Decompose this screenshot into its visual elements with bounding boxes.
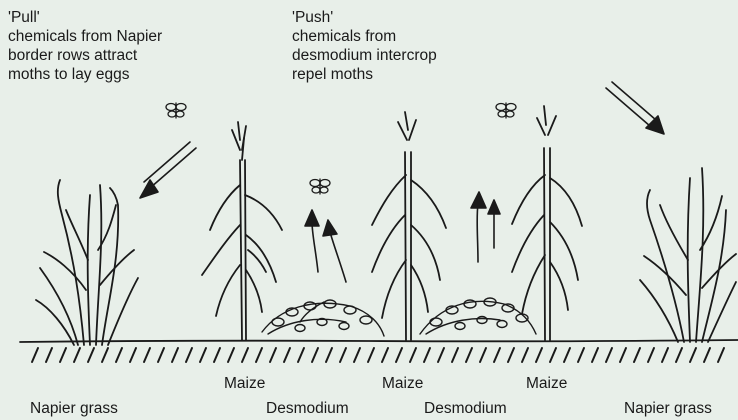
soil-hatch-mark: [690, 348, 696, 362]
soil-hatch-mark: [312, 348, 318, 362]
soil-hatch-mark: [466, 348, 472, 362]
pull-line: border rows attract: [8, 46, 162, 65]
push-line: chemicals from: [292, 27, 437, 46]
moth-icon: [310, 179, 330, 194]
push-line: repel moths: [292, 65, 437, 84]
soil-hatch-mark: [592, 348, 598, 362]
soil-hatch-mark: [102, 348, 108, 362]
label-desmodium: Desmodium: [424, 399, 507, 418]
soil-hatch-mark: [354, 348, 360, 362]
soil-hatch-mark: [508, 348, 514, 362]
soil-hatch-mark: [676, 348, 682, 362]
pull-annotation: 'Pull' chemicals from Napier border rows…: [8, 8, 162, 84]
soil-hatch-mark: [46, 348, 52, 362]
arrow-icon: [140, 142, 196, 198]
label-desmodium: Desmodium: [266, 399, 349, 418]
soil-hatch-mark: [74, 348, 80, 362]
soil-hatch-mark: [494, 348, 500, 362]
label-napier-grass: Napier grass: [30, 399, 118, 418]
arrow-icon: [323, 220, 346, 282]
push-line: desmodium intercrop: [292, 46, 437, 65]
soil-hatch-mark: [410, 348, 416, 362]
pull-heading: 'Pull': [8, 8, 162, 27]
moth-icon: [166, 103, 186, 118]
desmodium-plant-icon: [420, 298, 536, 334]
arrow-icon: [305, 210, 319, 272]
soil-hatch-mark: [228, 348, 234, 362]
label-maize: Maize: [224, 374, 265, 393]
soil-hatch-mark: [620, 348, 626, 362]
soil-hatch-mark: [662, 348, 668, 362]
soil-hatch-mark: [648, 348, 654, 362]
soil-hatch-mark: [704, 348, 710, 362]
soil-hatch-mark: [270, 348, 276, 362]
soil-hatch-mark: [186, 348, 192, 362]
soil-hatch-mark: [382, 348, 388, 362]
soil-hatching: [32, 348, 724, 362]
soil-hatch-mark: [242, 348, 248, 362]
soil-hatch-mark: [172, 348, 178, 362]
pull-line: moths to lay eggs: [8, 65, 162, 84]
soil-hatch-mark: [634, 348, 640, 362]
maize-plant-icon: [512, 106, 582, 340]
soil-hatch-mark: [116, 348, 122, 362]
soil-hatch-mark: [578, 348, 584, 362]
soil-hatch-mark: [60, 348, 66, 362]
push-annotation: 'Push' chemicals from desmodium intercro…: [292, 8, 437, 84]
soil-hatch-mark: [158, 348, 164, 362]
soil-hatch-mark: [536, 348, 542, 362]
soil-hatch-mark: [200, 348, 206, 362]
label-napier-grass: Napier grass: [624, 399, 712, 418]
soil-hatch-mark: [32, 348, 38, 362]
soil-hatch-mark: [284, 348, 290, 362]
soil-hatch-mark: [144, 348, 150, 362]
soil-hatch-mark: [88, 348, 94, 362]
push-heading: 'Push': [292, 8, 437, 27]
ground-line: [20, 340, 738, 342]
desmodium-plant-icon: [262, 300, 384, 336]
soil-hatch-mark: [550, 348, 556, 362]
soil-hatch-mark: [214, 348, 220, 362]
soil-hatch-mark: [326, 348, 332, 362]
soil-hatch-mark: [424, 348, 430, 362]
soil-hatch-mark: [368, 348, 374, 362]
pull-line: chemicals from Napier: [8, 27, 162, 46]
soil-hatch-mark: [438, 348, 444, 362]
soil-hatch-mark: [480, 348, 486, 362]
soil-hatch-mark: [522, 348, 528, 362]
soil-hatch-mark: [298, 348, 304, 362]
soil-hatch-mark: [256, 348, 262, 362]
napier-grass-icon: [640, 168, 736, 342]
maize-plant-icon: [372, 112, 446, 340]
label-maize: Maize: [382, 374, 423, 393]
arrow-icon: [471, 192, 486, 262]
soil-hatch-mark: [718, 348, 724, 362]
soil-hatch-mark: [564, 348, 570, 362]
arrow-icon: [606, 82, 664, 134]
maize-plant-icon: [202, 122, 282, 340]
soil-hatch-mark: [606, 348, 612, 362]
napier-grass-icon: [36, 180, 138, 345]
arrow-icon: [488, 200, 500, 248]
moth-icon: [496, 103, 516, 118]
soil-hatch-mark: [130, 348, 136, 362]
soil-hatch-mark: [452, 348, 458, 362]
soil-hatch-mark: [340, 348, 346, 362]
label-maize: Maize: [526, 374, 567, 393]
soil-hatch-mark: [396, 348, 402, 362]
